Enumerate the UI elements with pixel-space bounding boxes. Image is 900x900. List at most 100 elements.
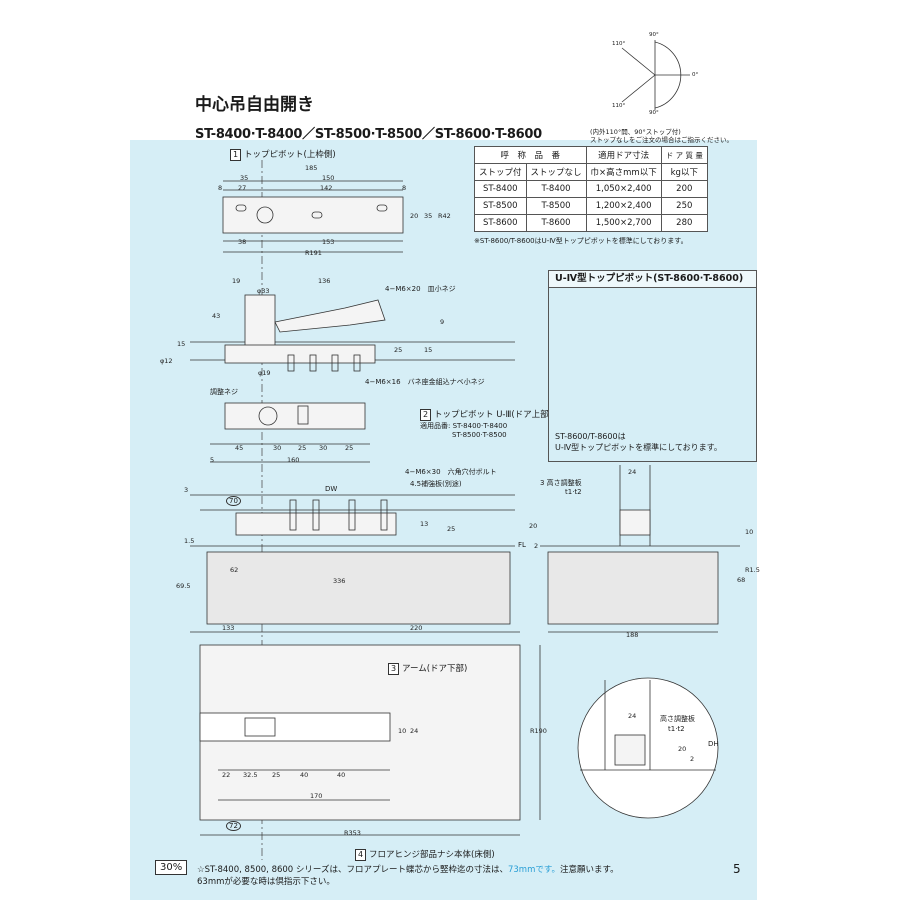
section-3-label: アーム(ドア下部) xyxy=(402,664,468,674)
dim-24: 24 xyxy=(628,468,637,476)
dim-40b: 40 xyxy=(337,771,346,779)
dim-170: 170 xyxy=(310,792,323,800)
footnote-text-b: 注意願います。 xyxy=(560,865,619,875)
callout-reinforce-plate: 4.5補強板(別途) xyxy=(410,480,462,488)
circle-marker-70: 70 xyxy=(226,496,241,506)
model-subtitle: ST-8400·T-8400／ST-8500·T-8500／ST-8600·T-… xyxy=(195,127,542,142)
section-1-number: 1 xyxy=(230,149,241,161)
table-cell: T-8500 xyxy=(525,197,587,215)
spec-header-with-stop: ストップ付 xyxy=(474,163,527,181)
spec-header-weight: ド ア 質 量 xyxy=(660,146,708,164)
dim-32-5: 32.5 xyxy=(243,771,258,779)
dim-68: 68 xyxy=(737,576,746,584)
dim-r1-5: R1.5 xyxy=(745,566,760,574)
dim-35b: 35 xyxy=(424,212,433,220)
dim-136: 136 xyxy=(318,277,331,285)
u4-note-line2: U-Ⅳ型トップピボットを標準にしております。 xyxy=(555,443,722,452)
dim-153: 153 xyxy=(322,238,335,246)
dim-188: 188 xyxy=(626,631,639,639)
footnote-highlight: 73mmです。 xyxy=(507,865,561,875)
dim-25e: 25 xyxy=(272,771,281,779)
angle-label-ll: 110° xyxy=(612,103,626,109)
callout-shim-detail-t: t1·t2 xyxy=(668,725,685,733)
section-1-label: トップピボット(上枠側) xyxy=(244,150,336,160)
dim-24b: 24 xyxy=(410,727,419,735)
table-cell: 250 xyxy=(660,197,708,215)
dim-25b: 25 xyxy=(298,444,307,452)
footnote-line1: ☆ST-8400, 8500, 8600 シリーズは、フロアプレート蝶芯から竪枠… xyxy=(197,864,619,876)
spec-table: 呼 称 品 番 適用ドア寸法 ド ア 質 量 ストップ付 ストップなし 巾×高さ… xyxy=(474,146,708,232)
dim-30: 30 xyxy=(273,444,282,452)
u4-pivot-box: U-Ⅳ型トップピボット(ST-8600·T-8600) ST-8600/T-86… xyxy=(548,270,757,462)
scale-badge: 30% xyxy=(155,860,188,875)
dim-phi33: φ33 xyxy=(257,287,270,295)
dim-13: 13 xyxy=(420,520,429,528)
angle-note-line2: ストップなしをご注文の場合はご指示ください。 xyxy=(590,136,733,144)
dim-40: 40 xyxy=(300,771,309,779)
section-2-applicable2: ST-8500·T-8500 xyxy=(452,431,507,439)
spec-header-door-size: 適用ドア寸法 xyxy=(585,146,662,164)
page-number: 5 xyxy=(733,862,741,876)
angle-note-line1: (内外110°開、90°ストップ付) xyxy=(590,128,681,136)
dim-43: 43 xyxy=(212,312,221,320)
dim-r191: R191 xyxy=(305,249,322,257)
dim-69-5: 69.5 xyxy=(176,582,191,590)
footnote-text-a: ☆ST-8400, 8500, 8600 シリーズは、フロアプレート蝶芯から竪枠… xyxy=(197,865,508,875)
table-cell: ST-8600 xyxy=(474,214,527,232)
section-2-number: 2 xyxy=(420,409,431,421)
spec-table-note: ※ST-8600/T-8600はU-Ⅳ型トップピボットを標準にしております。 xyxy=(474,237,688,245)
dim-5: 5 xyxy=(210,456,215,464)
table-row: ST-8400 T-8400 1,050×2,400 200 xyxy=(474,180,708,198)
dim-142: 142 xyxy=(320,184,333,192)
dim-38: 38 xyxy=(238,238,247,246)
page-title: 中心吊自由開き xyxy=(195,95,314,115)
dim-phi12: φ12 xyxy=(160,357,173,365)
angle-label-bottom: 90° xyxy=(649,110,659,116)
table-cell: ST-8500 xyxy=(474,197,527,215)
dim-phi19: φ19 xyxy=(258,369,271,377)
dim-19: 19 xyxy=(232,277,241,285)
dim-25d: 25 xyxy=(447,525,456,533)
dim-r42: R42 xyxy=(438,212,451,220)
dim-2b: 2 xyxy=(690,755,695,763)
spec-header-weight-unit: kg以下 xyxy=(660,163,708,181)
callout-screw-m6x16: 4−M6×16 バネ座金組込ナベ小ネジ xyxy=(365,378,485,386)
dim-24c: 24 xyxy=(628,712,637,720)
circle-marker-72: 72 xyxy=(226,821,241,831)
dim-27: 27 xyxy=(238,184,247,192)
dim-15: 15 xyxy=(177,340,186,348)
label-fl: FL xyxy=(518,541,526,549)
callout-adjust-screw: 調整ネジ xyxy=(210,388,238,396)
dim-35: 35 xyxy=(240,174,249,182)
section-2-applicable: 適用品番: ST-8400·T-8400 xyxy=(420,422,508,430)
dim-20c: 20 xyxy=(678,745,687,753)
footnote-line2: 63mmが必要な時は倶指示下さい。 xyxy=(197,877,335,887)
table-cell: 200 xyxy=(660,180,708,198)
callout-shim-detail: 高さ調整板 xyxy=(660,715,695,723)
dim-336: 336 xyxy=(333,577,346,585)
footnote: ☆ST-8400, 8500, 8600 シリーズは、フロアプレート蝶芯から竪枠… xyxy=(197,864,619,888)
callout-shim-t: t1·t2 xyxy=(565,488,582,496)
table-cell: 1,500×2,700 xyxy=(585,214,662,232)
spec-header-no-stop: ストップなし xyxy=(525,163,587,181)
dim-20: 20 xyxy=(410,212,419,220)
dim-133: 133 xyxy=(222,624,235,632)
section-4-label: フロアヒンジ部品ナシ本体(床側) xyxy=(369,850,495,860)
spec-header-size-unit: 巾×高さmm以下 xyxy=(585,163,662,181)
dim-2: 2 xyxy=(534,542,539,550)
dim-25c: 25 xyxy=(345,444,354,452)
angle-label-top: 90° xyxy=(649,32,659,38)
dim-8a: 8 xyxy=(218,184,223,192)
dim-10b: 10 xyxy=(398,727,407,735)
dim-20b: 20 xyxy=(529,522,538,530)
dim-25: 25 xyxy=(394,346,403,354)
section-2-label: トップピボット U-Ⅲ(ドア上部) xyxy=(434,410,552,420)
dim-8b: 8 xyxy=(402,184,407,192)
dim-160: 160 xyxy=(287,456,300,464)
table-cell: T-8400 xyxy=(525,180,587,198)
callout-bolt: 4−M6×30 六角穴付ボルト xyxy=(405,468,497,476)
u4-title: U-Ⅳ型トップピボット(ST-8600·T-8600) xyxy=(549,271,756,288)
table-cell: ST-8400 xyxy=(474,180,527,198)
